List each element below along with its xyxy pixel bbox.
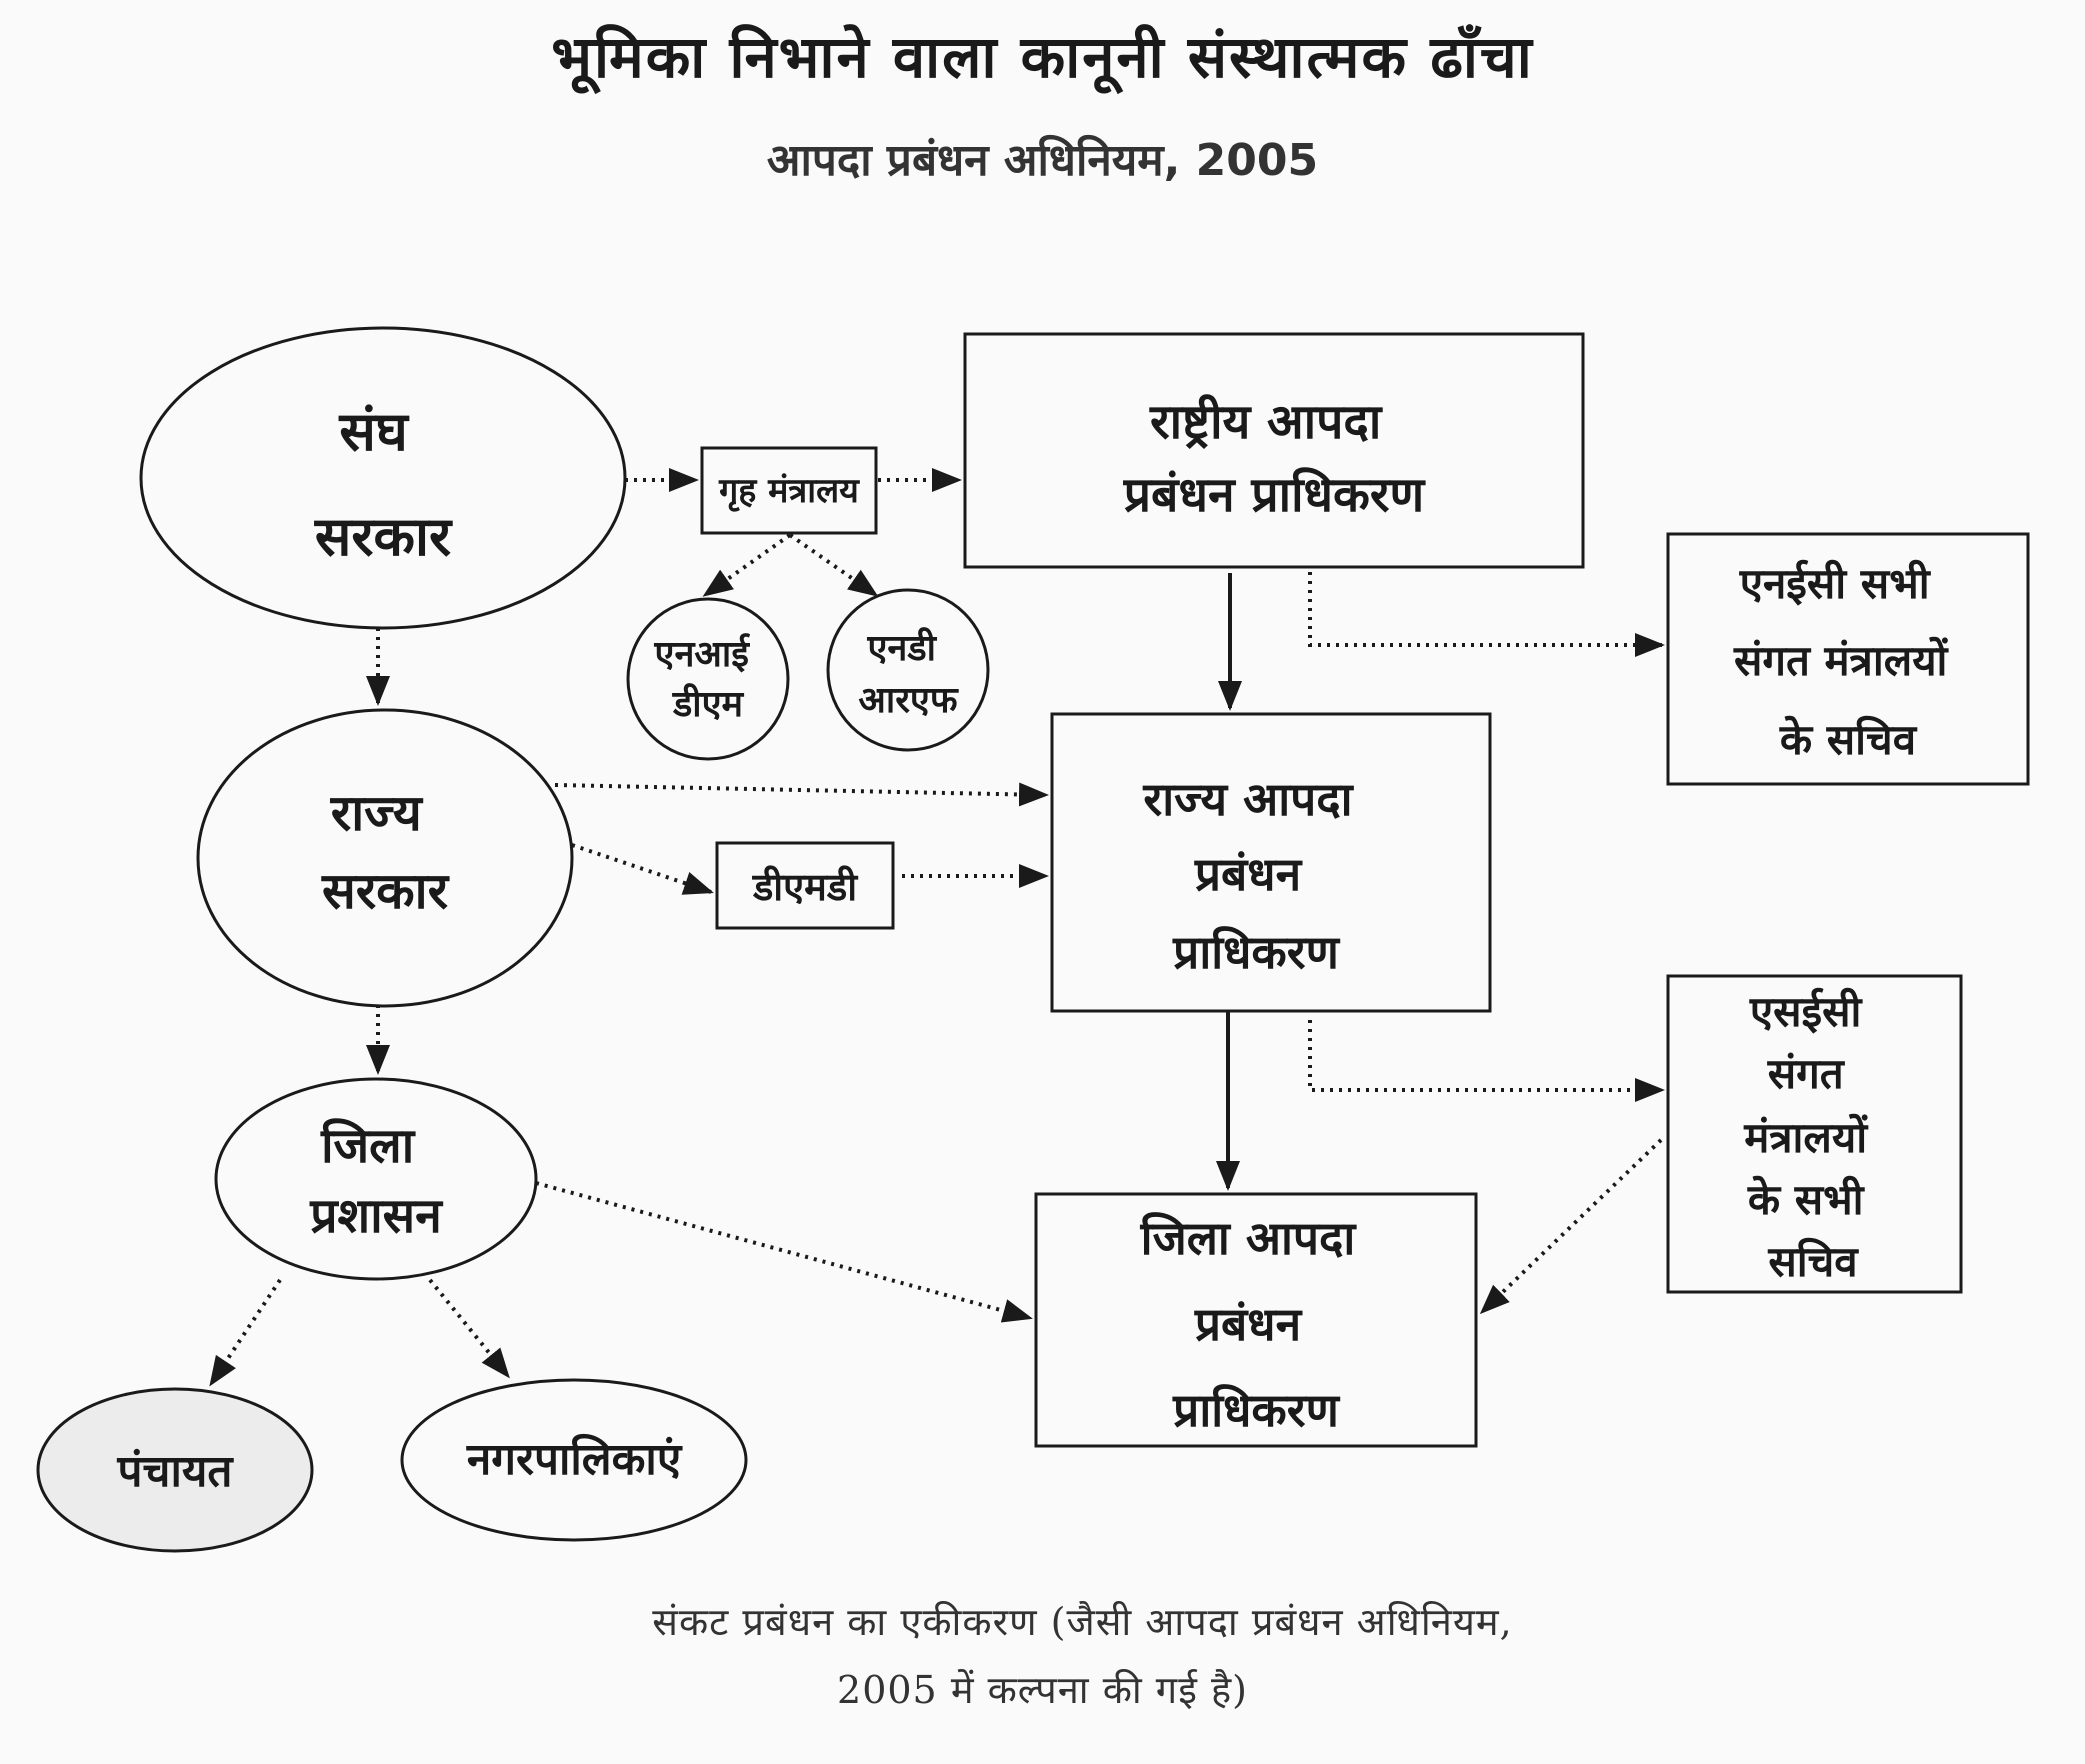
ddma-line: प्रबंधन xyxy=(1194,1297,1303,1351)
nec-box xyxy=(1666,532,2030,786)
nidm-line: एनआई xyxy=(654,633,751,675)
district-admin-ellipse xyxy=(214,1077,538,1281)
panchayat-line: पंचायत xyxy=(117,1446,235,1497)
nidm-circle xyxy=(626,597,790,761)
municipalities-label: नगरपालिकाएं xyxy=(466,1433,683,1485)
arrow-mha-to-ndrf xyxy=(788,533,879,597)
sec-line: मंत्रालयों xyxy=(1743,1113,1869,1162)
sdma-line: प्राधिकरण xyxy=(1172,925,1340,979)
ddma-line: प्राधिकरण xyxy=(1172,1383,1340,1437)
district-admin-label: जिला प्रशासन xyxy=(309,1118,444,1244)
sdma-label: राज्य आपदा प्रबंधन प्राधिकरण xyxy=(1142,772,1368,979)
ndrf-line: आरएफ xyxy=(858,680,958,721)
sdma-line: राज्य आपदा xyxy=(1142,772,1354,826)
ddma-box xyxy=(1034,1192,1478,1448)
ddma-label: जिला आपदा प्रबंधन प्राधिकरण xyxy=(1140,1211,1372,1437)
nec-line: के सचिव xyxy=(1779,715,1918,764)
panchayat-label: पंचायत xyxy=(117,1446,235,1497)
state-govt-line: सरकार xyxy=(321,862,450,920)
union-govt-line: संघ xyxy=(338,400,410,463)
panchayat-ellipse xyxy=(36,1387,314,1553)
arrow-district-to-panchayat xyxy=(209,1278,282,1387)
mha-label: गृह मंत्रालय xyxy=(718,471,860,512)
union-govt-line: सरकार xyxy=(314,505,453,568)
municipalities-ellipse xyxy=(400,1378,748,1542)
ndma-box xyxy=(963,332,1585,569)
mha-box xyxy=(700,446,878,535)
arrow-sdma-to-sec xyxy=(1308,1020,1665,1102)
arrow-sec-to-ddma xyxy=(1479,1138,1663,1315)
arrow-district-to-ddma xyxy=(535,1181,1033,1323)
nec-line: संगत मंत्रालयों xyxy=(1733,636,1950,685)
arrow-state-to-dmd xyxy=(571,843,714,895)
dmd-label: डीएमडी xyxy=(752,865,858,909)
caption-line-2: 2005 में कल्पना की गई है) xyxy=(837,1668,1248,1712)
district-admin-line: जिला xyxy=(320,1118,416,1174)
ndrf-line: एनडी xyxy=(866,627,937,669)
ndma-line: प्रबंधन प्राधिकरण xyxy=(1123,467,1427,523)
sec-line: एसईसी xyxy=(1749,987,1864,1036)
sec-line: सचिव xyxy=(1767,1237,1859,1286)
sec-label: एसईसी संगत मंत्रालयों के सभी सचिव xyxy=(1743,987,1882,1286)
arrow-ndma-to-nec xyxy=(1308,572,1665,657)
sec-line: के सभी xyxy=(1747,1175,1866,1224)
nec-label: एनईसी सभी संगत मंत्रालयों के सचिव xyxy=(1733,559,1962,764)
arrow-mha-to-nidm xyxy=(702,533,792,597)
arrow-district-to-municipalities xyxy=(428,1278,510,1379)
sdma-box xyxy=(1050,712,1492,1013)
ndrf-label: एनडी आरएफ xyxy=(858,627,958,721)
nec-line: एनईसी सभी xyxy=(1739,559,1932,608)
municipalities-line: नगरपालिकाएं xyxy=(466,1433,683,1485)
caption-line-1: संकट प्रबंधन का एकीकरण (जैसी आपदा प्रबंध… xyxy=(652,1600,1513,1644)
sec-box xyxy=(1666,974,1963,1294)
ddma-line: जिला आपदा xyxy=(1140,1211,1358,1265)
state-govt-label: राज्य सरकार xyxy=(321,784,450,920)
dmd-line: डीएमडी xyxy=(752,865,858,909)
union-govt-ellipse xyxy=(139,326,627,630)
state-govt-ellipse xyxy=(196,708,574,1008)
district-admin-line: प्रशासन xyxy=(309,1188,444,1244)
state-govt-line: राज्य xyxy=(330,784,424,842)
ndma-label: राष्ट्रीय आपदा प्रबंधन प्राधिकरण xyxy=(1123,394,1427,523)
ndma-line: राष्ट्रीय आपदा xyxy=(1149,394,1383,450)
sdma-line: प्रबंधन xyxy=(1194,847,1303,901)
page-title: भूमिका निभाने वाला कानूनी संस्थात्मक ढाँ… xyxy=(551,23,1534,91)
arrow-state-to-sdma xyxy=(554,782,1049,807)
nidm-label: एनआई डीएम xyxy=(654,633,762,725)
mha-line: गृह मंत्रालय xyxy=(718,471,860,512)
sec-line: संगत xyxy=(1767,1049,1846,1098)
nidm-line: डीएम xyxy=(672,683,744,725)
ndrf-circle xyxy=(826,588,990,752)
dmd-box xyxy=(715,841,895,930)
union-govt-label: संघ सरकार xyxy=(314,400,453,568)
page-subtitle: आपदा प्रबंधन अधिनियम, 2005 xyxy=(766,135,1319,186)
